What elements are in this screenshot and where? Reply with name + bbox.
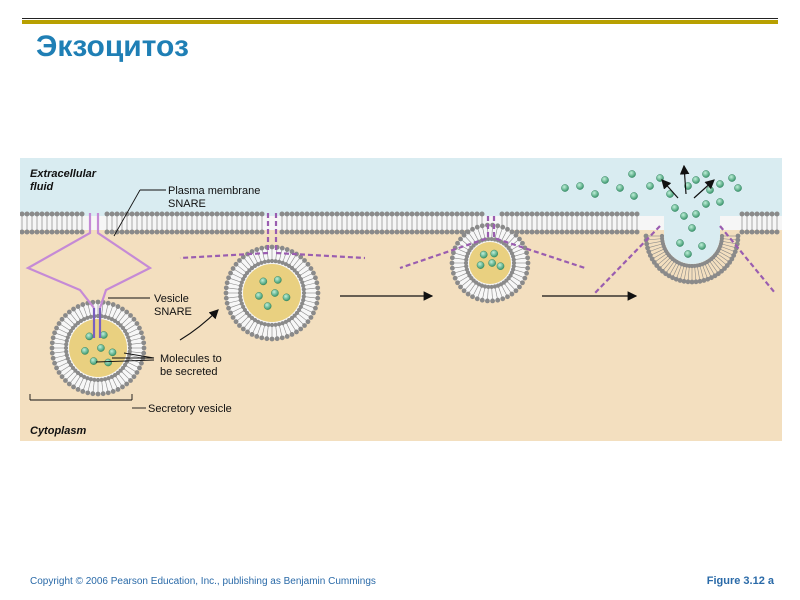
- released-molecules: [561, 170, 742, 220]
- label-plasma-snare-2: SNARE: [168, 198, 206, 210]
- label-vesicle-snare-2: SNARE: [154, 306, 192, 318]
- vesicle-1: [49, 299, 147, 397]
- plasma-membrane: [20, 211, 782, 235]
- extracellular-region: [20, 158, 782, 218]
- cytoplasm-region: [20, 218, 782, 441]
- label-vesicle-snare-1: Vesicle: [154, 293, 189, 305]
- label-secretory-vesicle: Secretory vesicle: [148, 403, 232, 415]
- label-extracellular-2: fluid: [30, 181, 53, 193]
- flow-arrows: [179, 164, 715, 341]
- figure-reference: Figure 3.12 a: [706, 575, 774, 587]
- label-cytoplasm: Cytoplasm: [30, 425, 86, 437]
- label-extracellular-1: Extracellular: [30, 168, 97, 180]
- vesicle-2: [223, 244, 321, 342]
- leader-lines: [29, 189, 166, 409]
- label-plasma-snare-1: Plasma membrane: [168, 185, 260, 197]
- label-molecules-2: be secreted: [160, 366, 217, 378]
- label-molecules-1: Molecules to: [160, 353, 222, 365]
- vesicle-3: [449, 222, 531, 304]
- top-rule: [22, 20, 778, 24]
- copyright-text: Copyright © 2006 Pearson Education, Inc.…: [30, 576, 376, 587]
- fusion-pore: [643, 216, 741, 285]
- exocytosis-figure: Extracellular fluid Plasma membrane SNAR…: [20, 158, 782, 441]
- slide-title: Экзоцитоз: [36, 30, 189, 63]
- snare-proteins: [25, 213, 776, 338]
- top-rule-thin: [22, 18, 778, 19]
